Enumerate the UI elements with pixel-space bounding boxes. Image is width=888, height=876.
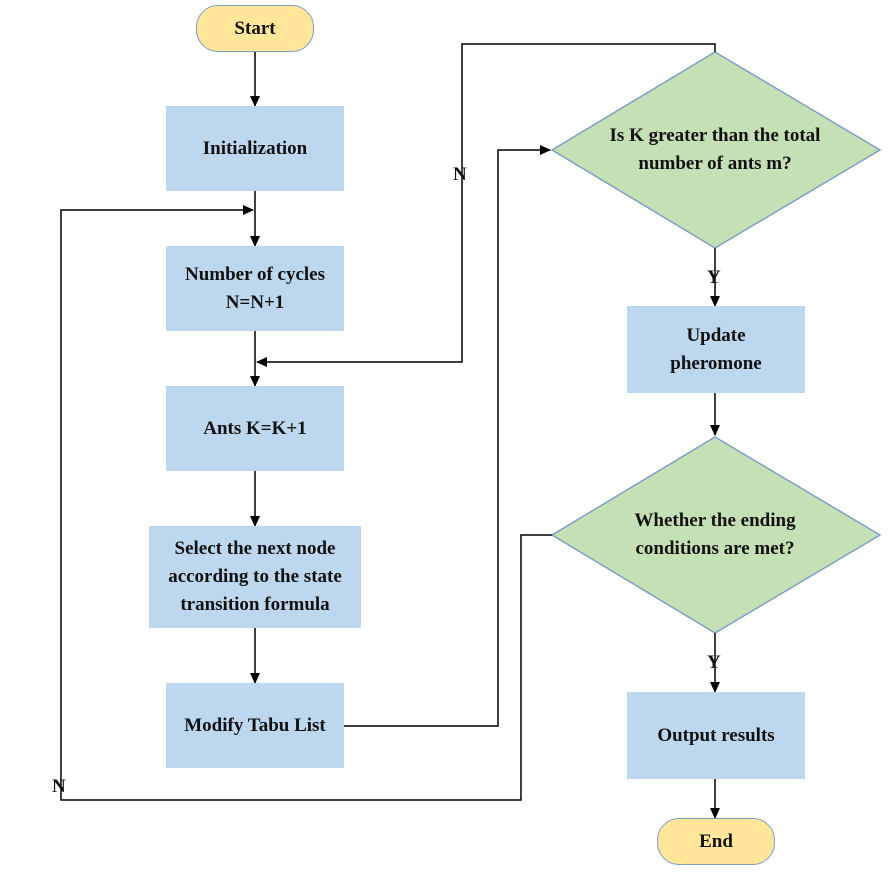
- output-box: Output results: [627, 692, 805, 779]
- update-label-line1: Update: [686, 324, 746, 346]
- decision-end-line1: Whether the ending: [634, 510, 796, 531]
- edge-label-k-no: N: [453, 164, 467, 185]
- decision-k-text: Is K greater than the total number of an…: [580, 120, 850, 180]
- update-box: Update pheromone: [627, 306, 805, 393]
- decision-end-line2: conditions are met?: [635, 538, 795, 559]
- select-node-box: Select the next node according to the st…: [149, 526, 361, 628]
- select-label-line1: Select the next node: [174, 538, 336, 559]
- cycles-label-line2: N=N+1: [225, 291, 285, 313]
- ants-label: Ants K=K+1: [203, 417, 307, 439]
- decision-k-line2: number of ants m?: [638, 153, 792, 174]
- ants-box: Ants K=K+1: [166, 386, 344, 471]
- tabu-box: Modify Tabu List: [166, 683, 344, 768]
- decision-k-line1: Is K greater than the total: [609, 125, 821, 146]
- start-terminal: Start: [196, 5, 314, 52]
- cycles-box: Number of cycles N=N+1: [166, 246, 344, 331]
- edge-label-k-yes: Y: [707, 267, 721, 288]
- arrow-decision-k-no: [256, 43, 716, 367]
- edge-label-end-yes: Y: [707, 652, 721, 673]
- select-label-line3: transition formula: [180, 594, 330, 615]
- initialization-label: Initialization: [202, 137, 308, 159]
- initialization-box: Initialization: [166, 106, 344, 191]
- tabu-label: Modify Tabu List: [184, 714, 326, 736]
- end-label: End: [699, 830, 733, 852]
- update-label-line2: pheromone: [670, 352, 762, 374]
- cycles-label-line1: Number of cycles: [184, 263, 325, 285]
- arrow-tabu-to-decision-k: [343, 145, 551, 727]
- output-label: Output results: [657, 724, 775, 746]
- edge-label-end-no: N: [52, 776, 66, 797]
- start-label: Start: [234, 17, 276, 39]
- end-terminal: End: [657, 818, 775, 865]
- select-label-line2: according to the state: [168, 566, 342, 587]
- arrow-decision-end-no: [60, 205, 552, 801]
- decision-end-text: Whether the ending conditions are met?: [580, 505, 850, 565]
